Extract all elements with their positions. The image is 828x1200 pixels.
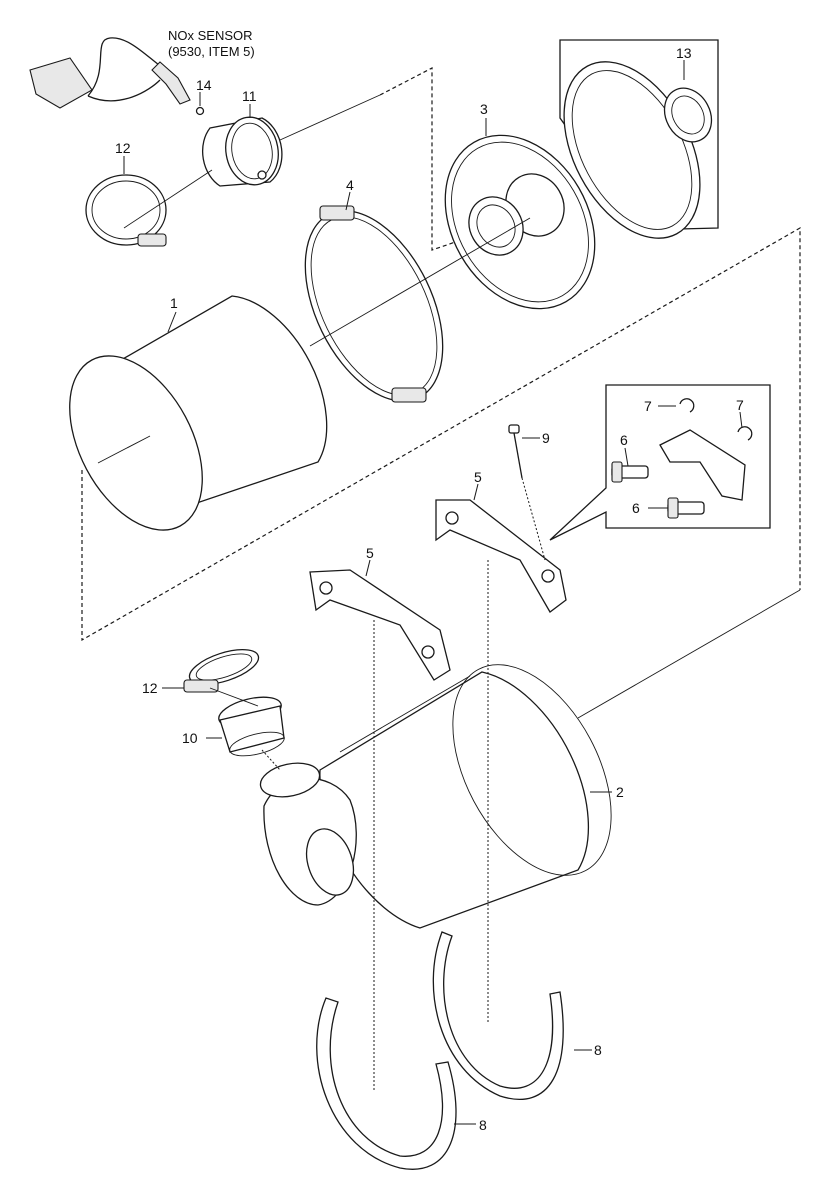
part-label-13: 13 [676, 45, 692, 61]
part-9-long-bolt [508, 424, 546, 561]
part-1-dpf-cylinder [69, 295, 328, 531]
part-14-sensor-washer [195, 106, 205, 116]
part-label-14: 14 [196, 77, 212, 93]
nox-sensor-assembly [29, 37, 191, 109]
part-label-11: 11 [242, 88, 257, 104]
part-12-upper-clamp [85, 174, 167, 247]
bracket-detail [659, 429, 746, 501]
main-group-dashed-outline [81, 226, 801, 642]
part-label-1: 1 [170, 295, 178, 311]
upper-group-dashed-outline [379, 67, 506, 251]
part-label-6-lower: 6 [632, 500, 640, 516]
part-6-bolt-lower [667, 497, 705, 519]
part-label-4: 4 [346, 177, 354, 193]
part-12-lower-clamp [183, 648, 260, 693]
part-6-bolt-upper [611, 461, 649, 483]
part-13-cone [563, 61, 713, 239]
leader-lines [123, 60, 743, 1125]
part-5-bracket-upper [435, 499, 567, 613]
part-label-6-upper: 6 [620, 432, 628, 448]
part-label-7-right: 7 [736, 397, 744, 413]
assembly-centerlines [97, 94, 801, 1090]
part-5-bracket-lower [309, 569, 451, 681]
part-2-main-housing [259, 664, 612, 929]
part-label-8-right: 8 [594, 1042, 602, 1058]
part-label-2: 2 [616, 784, 624, 800]
nox-sensor-reference: (9530, ITEM 5) [168, 44, 255, 59]
part-8-strap-left [316, 997, 457, 1170]
part-10-inlet-adapter [218, 696, 285, 757]
part-7-clip-left [679, 398, 695, 413]
nox-sensor-caption: NOx SENSOR [168, 28, 253, 43]
part-label-12-upper: 12 [115, 140, 131, 156]
part-8-strap-right [432, 931, 564, 1101]
part-label-7-left: 7 [644, 398, 652, 414]
part-label-10: 10 [182, 730, 198, 746]
part-label-3: 3 [480, 101, 488, 117]
part-label-5-lower: 5 [366, 545, 374, 561]
part-11-sensor-ring [202, 116, 283, 187]
part-7-clip-right [737, 426, 753, 441]
part-3-outlet-cone [444, 134, 596, 310]
part-4-v-band-clamp [304, 205, 444, 403]
part-label-9: 9 [542, 430, 550, 446]
bracket-hardware-inset-box [549, 384, 771, 541]
part-label-8-left: 8 [479, 1117, 487, 1133]
part-label-5-upper: 5 [474, 469, 482, 485]
part-label-12-lower: 12 [142, 680, 158, 696]
